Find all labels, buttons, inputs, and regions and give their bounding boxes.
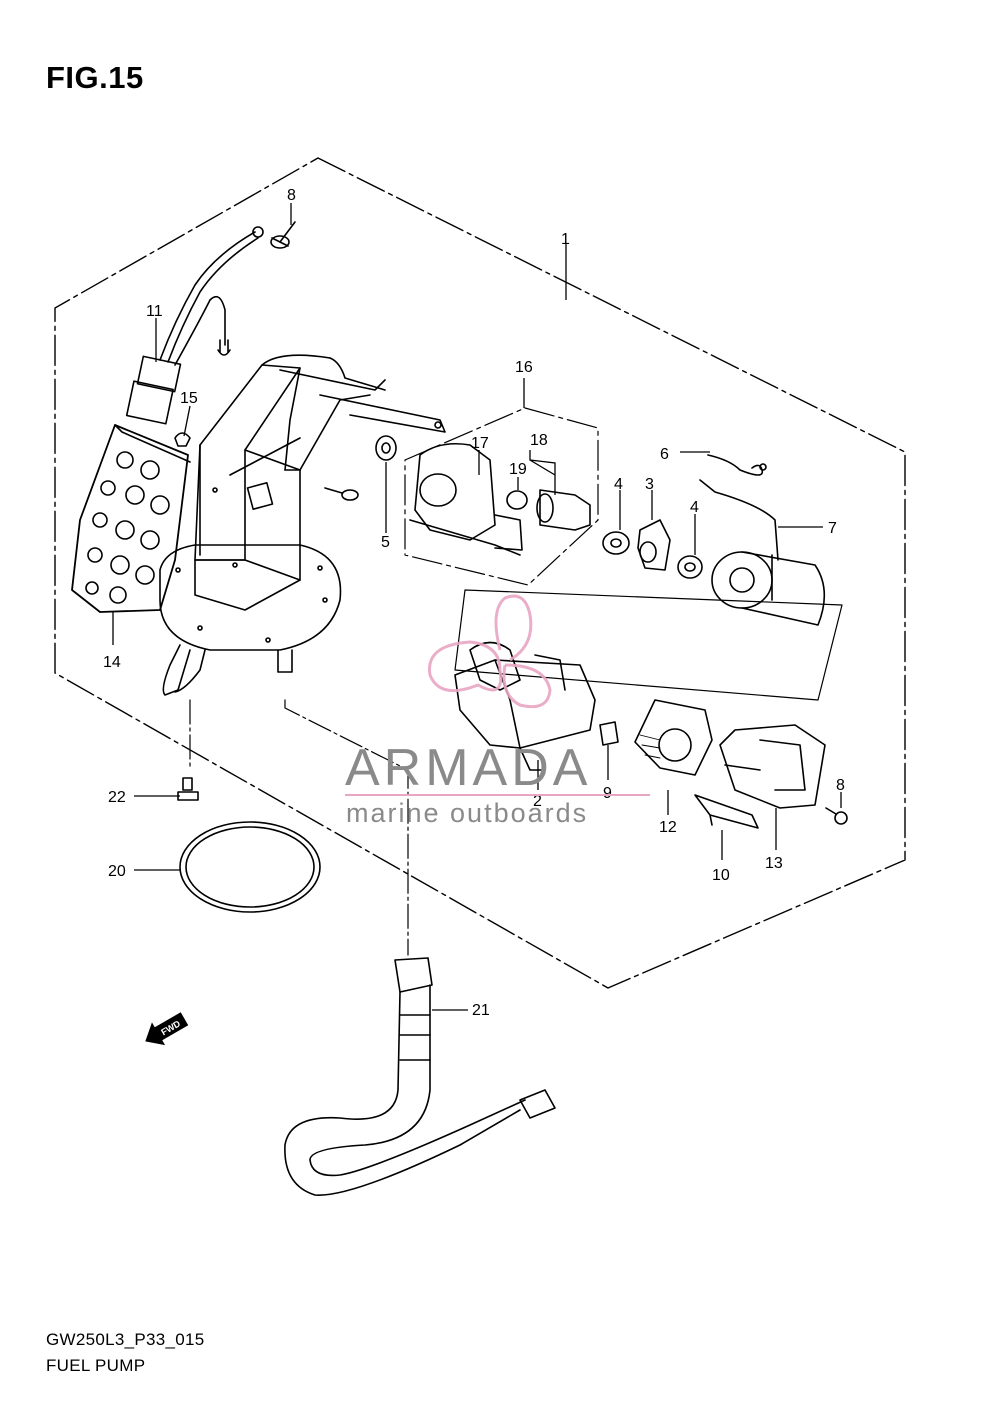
callout-13: 13 xyxy=(765,855,783,872)
callout-2: 2 xyxy=(533,793,542,810)
screw-8-right xyxy=(825,807,848,825)
callout-12: 12 xyxy=(659,819,677,836)
pump-motor-7 xyxy=(699,454,826,626)
callout-labels: 1 2 3 4 4 5 6 7 8 8 9 10 11 12 13 14 15 … xyxy=(103,187,845,1019)
figure-title: FIG.15 xyxy=(46,60,144,95)
clip-15 xyxy=(174,432,191,447)
callout-3: 3 xyxy=(645,476,654,493)
bolt-22 xyxy=(177,777,199,801)
mounting-flange xyxy=(159,544,342,696)
washer-4-left xyxy=(602,531,630,555)
filter-shield-14 xyxy=(71,424,191,613)
callout-19: 19 xyxy=(509,461,527,478)
watermark-logo-mark xyxy=(428,594,552,709)
assembly-boundary xyxy=(54,157,906,989)
gasket-12 xyxy=(634,699,713,776)
washer-5 xyxy=(375,435,397,461)
callout-18: 18 xyxy=(530,432,548,449)
callout-21: 21 xyxy=(472,1002,490,1019)
regulator-17 xyxy=(409,442,523,556)
drawing-code: GW250L3_P33_015 xyxy=(46,1330,205,1349)
callout-15: 15 xyxy=(180,390,198,407)
callout-17: 17 xyxy=(471,435,489,452)
subassembly-16-boundary xyxy=(404,407,599,586)
filter-18 xyxy=(536,489,591,531)
assembly-guide-lines xyxy=(189,699,409,956)
callout-4b: 4 xyxy=(690,499,699,516)
oring-20 xyxy=(179,821,321,913)
watermark-tagline: marine outboards xyxy=(346,798,588,828)
callout-14: 14 xyxy=(103,654,121,671)
callout-6: 6 xyxy=(660,446,669,463)
fuel-hose-21 xyxy=(284,957,556,1196)
callout-4a: 4 xyxy=(614,476,623,493)
callout-16: 16 xyxy=(515,359,533,376)
bracket-screw xyxy=(324,487,359,501)
wiring-harness-11 xyxy=(125,226,264,425)
callout-11: 11 xyxy=(146,303,163,320)
part-9 xyxy=(599,721,619,746)
figure-caption: FUEL PUMP xyxy=(46,1356,146,1375)
armada-watermark: ARMADA marine outboards xyxy=(345,594,650,828)
oring-19 xyxy=(506,490,528,510)
washer-4-right xyxy=(677,555,703,579)
callout-22: 22 xyxy=(108,789,126,806)
callout-10: 10 xyxy=(712,867,730,884)
pump-bracket-frame xyxy=(194,354,446,611)
part-3 xyxy=(637,519,671,571)
callout-1: 1 xyxy=(561,231,570,248)
part-10 xyxy=(694,794,759,829)
callout-8-right: 8 xyxy=(836,777,845,794)
callout-20: 20 xyxy=(108,863,126,880)
watermark-brand: ARMADA xyxy=(345,739,591,797)
callout-9: 9 xyxy=(603,785,612,802)
fwd-arrow-icon: FWD xyxy=(145,1012,189,1046)
screw-8-top xyxy=(270,221,296,249)
callout-5: 5 xyxy=(381,534,390,551)
leader-lines xyxy=(112,203,842,1011)
callout-8-top: 8 xyxy=(287,187,296,204)
callout-7: 7 xyxy=(828,520,837,537)
cover-13 xyxy=(719,724,826,809)
